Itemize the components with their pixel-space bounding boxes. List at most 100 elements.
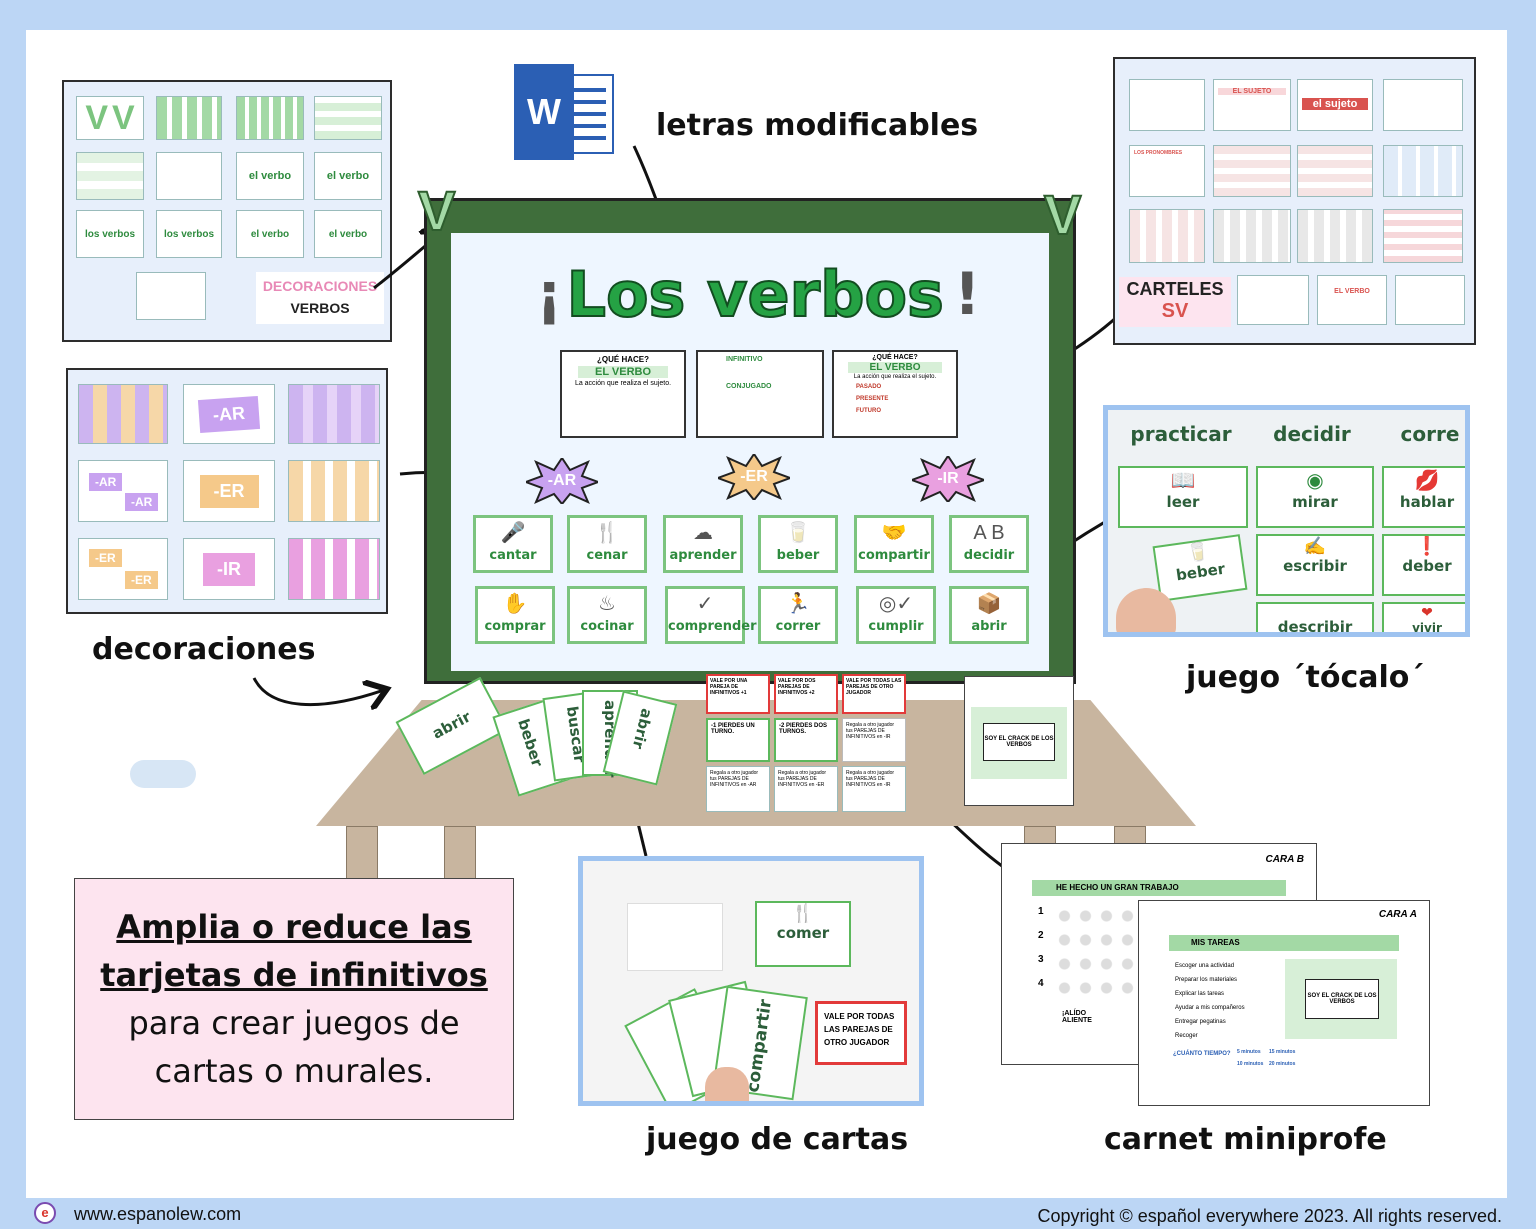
row-number: 2: [1038, 930, 1044, 941]
poster-sub: CONJUGADO: [726, 383, 772, 390]
carteles-title-line1: CARTELES: [1126, 279, 1224, 299]
cutlery-icon: 🍴: [791, 903, 815, 923]
verb-card-cocinar: ♨ cocinar: [567, 586, 647, 644]
burst-shape: [526, 458, 598, 504]
label-decoraciones: decoraciones: [92, 632, 316, 667]
card-word: describir: [1277, 618, 1353, 636]
carnet-head: MIS TAREAS: [1169, 935, 1399, 951]
small-burst-grid: [314, 96, 382, 140]
microphone-icon: 🎤: [500, 522, 526, 544]
label-carnet-miniprofe: carnet miniprofe: [1104, 1122, 1387, 1157]
blank-card: [627, 903, 723, 971]
cartel-thumb: [1297, 145, 1373, 197]
ending-label: -ER: [740, 468, 768, 485]
task-item: Entregar pegatinas: [1175, 1019, 1226, 1025]
task-item: Recoger: [1175, 1033, 1198, 1039]
brain-icon: ☁: [693, 522, 713, 544]
chef-hat-icon: ♨: [598, 593, 616, 615]
check-head-icon: ✓: [696, 593, 714, 615]
poster-sub: La acción que realiza el sujeto.: [574, 380, 672, 387]
hand-photo: [1116, 588, 1176, 632]
rule-card: Regala a otro jugador tus PAREJAS DE INF…: [842, 766, 906, 812]
verb-card-comprender: ✓ comprender: [665, 586, 757, 644]
tense-label: PRESENTE: [856, 396, 889, 402]
v-letters-card: V V: [76, 96, 144, 140]
card-word: comer: [776, 924, 830, 942]
cartel-thumb: [1395, 275, 1465, 325]
eye-icon: ◉: [1306, 470, 1324, 492]
empty-burst-card: [156, 152, 222, 200]
card-word: compartir: [743, 998, 777, 1094]
ending-burst-er: -ER: [718, 454, 790, 500]
tocalo-card: 💋hablar: [1382, 466, 1465, 528]
carnet-badge: SOY EL CRACK DE LOS VERBOS: [1305, 979, 1379, 1019]
table-carnet: SOY EL CRACK DE LOS VERBOS: [964, 676, 1074, 806]
pink-line3: para crear juegos de: [128, 1004, 460, 1042]
el-verbo-card: el verbo: [236, 210, 304, 258]
verb-word: decidir: [963, 548, 1015, 563]
task-list: Escoger una actividad Preparar los mater…: [1175, 959, 1245, 1043]
card-word: mirar: [1292, 493, 1338, 511]
carnet-badge: SOY EL CRACK DE LOS VERBOS: [983, 723, 1055, 761]
poster-el-verbo: ¿QUÉ HACE? EL VERBO La acción que realiz…: [560, 350, 686, 438]
carteles-sheet: EL SUJETO el sujeto LOS PRONOMBRES CARTE…: [1113, 57, 1476, 345]
board-v-right: V: [1043, 182, 1082, 247]
card-word: beber: [514, 716, 547, 770]
ending-label: -IR: [203, 552, 255, 586]
footer-website[interactable]: www.espanolew.com: [74, 1204, 242, 1224]
poster-sub: La acción que realiza el sujeto.: [853, 374, 937, 380]
runner-icon: 🏃: [785, 593, 811, 615]
decoraciones-title-line2: VERBOS: [290, 300, 350, 316]
pink-info-box: Amplia o reduce las tarjetas de infiniti…: [74, 878, 514, 1120]
verb-word: compartir: [858, 548, 930, 563]
ending-burst-ar: -AR: [526, 458, 598, 504]
ending-label: -AR: [89, 473, 123, 491]
glass-icon: 🥛: [785, 522, 811, 544]
verb-card-cumplir: ◎✓cumplir: [856, 586, 936, 644]
board-v-left: V: [417, 178, 456, 243]
ending-burst-card: -IR: [183, 538, 275, 600]
card-word: hablar: [1399, 493, 1455, 511]
cartel-thumb: [1213, 209, 1291, 263]
row-number: 1: [1038, 906, 1044, 917]
verb-card-compartir: 🤝compartir: [854, 515, 934, 573]
verb-word: cocinar: [580, 619, 634, 634]
empty-burst-card: [136, 272, 206, 320]
table-leg: [346, 826, 378, 880]
cartel-thumb: [1383, 145, 1463, 197]
el-verbo-card: el verbo: [314, 152, 382, 200]
rule-card: Regala a otro jugador tus PAREJAS DE INF…: [842, 718, 906, 762]
pink-line1: Amplia o reduce las: [116, 908, 472, 946]
ending-burst-card: -ER -ER: [78, 538, 168, 600]
carnet-cara-a: CARA A MIS TAREAS Escoger una actividad …: [1138, 900, 1430, 1106]
verb-word: comprender: [668, 619, 757, 634]
rule-card: Regala a otro jugador tus PAREJAS DE INF…: [706, 766, 770, 812]
poster-question: ¿QUÉ HACE?: [597, 355, 649, 364]
ending-label: -AR: [547, 472, 577, 489]
los-verbos-card: los verbos: [156, 210, 222, 258]
verb-card-beber: 🥛 beber: [758, 515, 838, 573]
rule-card: VALE POR UNA PAREJA DE INFINITIVOS +1: [706, 674, 770, 714]
card-word: abrir: [628, 706, 656, 751]
rule-card: -2 PIERDES DOS TURNOS.: [774, 718, 838, 762]
choice-icon: A B: [973, 522, 1005, 544]
verb-word: beber: [776, 548, 820, 563]
hand-icon: ✋: [502, 593, 528, 615]
verb-word: comprar: [484, 619, 546, 634]
lips-icon: 💋: [1414, 470, 1440, 492]
verb-card-decidir: A B decidir: [949, 515, 1029, 573]
verb-word: cenar: [586, 548, 628, 563]
ending-label: -ER: [89, 549, 122, 567]
cartel-thumb: [1383, 209, 1463, 263]
small-bursts-grid: [78, 384, 168, 444]
cartel-thumb: LOS PRONOMBRES: [1129, 145, 1205, 197]
comer-card: 🍴comer: [755, 901, 851, 967]
rule-card: VALE POR TODAS LAS PAREJAS DE OTRO JUGAD…: [842, 674, 906, 714]
poster-tiempos: ¿QUÉ HACE? EL VERBO La acción que realiz…: [832, 350, 958, 438]
task-item: Ayudar a mis compañeros: [1175, 1005, 1245, 1011]
carnet-head: HE HECHO UN GRAN TRABAJO: [1032, 880, 1286, 896]
tocalo-card: ◉mirar: [1256, 466, 1374, 528]
label-letras-modificables: letras modificables: [656, 108, 979, 143]
label-juego-de-cartas: juego de cartas: [646, 1122, 909, 1157]
stamp-circles: [1054, 904, 1138, 998]
